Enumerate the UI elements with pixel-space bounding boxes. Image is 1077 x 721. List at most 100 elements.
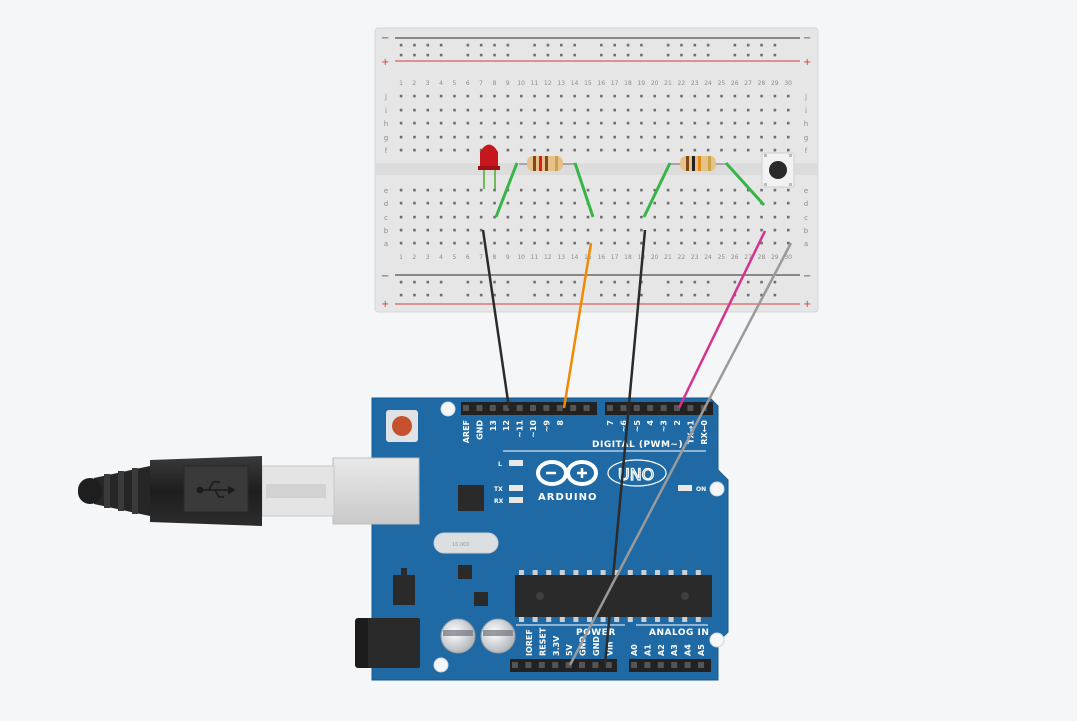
header-socket[interactable]: [671, 662, 678, 668]
header-socket[interactable]: [633, 405, 640, 411]
pin-label: 7: [606, 420, 615, 426]
wire-button-pin2[interactable]: [677, 230, 767, 409]
red-led[interactable]: [478, 144, 500, 190]
breadboard-hole: [653, 108, 657, 112]
breadboard-hole: [413, 188, 416, 192]
jumper-led-resistor[interactable]: [494, 162, 519, 218]
column-number: 16: [597, 80, 605, 87]
breadboard-hole: [600, 94, 603, 98]
header-socket[interactable]: [620, 405, 627, 411]
breadboard-hole: [733, 94, 737, 98]
breadboard-hole: [733, 135, 737, 139]
resistor-1-band-2: [539, 156, 542, 171]
header-socket[interactable]: [463, 405, 469, 411]
header-socket[interactable]: [565, 662, 572, 668]
breadboard-hole: [666, 135, 670, 139]
chip-dot: [681, 592, 689, 600]
header-socket[interactable]: [607, 405, 613, 411]
breadboard-hole: [479, 188, 483, 192]
jumper-resistor2-in[interactable]: [642, 162, 672, 218]
breadboard-hole: [413, 228, 416, 232]
header-socket[interactable]: [631, 662, 637, 668]
wire-button-5v[interactable]: [568, 242, 793, 666]
row-letter: i: [805, 107, 807, 115]
connection-wires: [481, 229, 793, 666]
breadboard-hole: [466, 121, 470, 125]
header-socket[interactable]: [583, 405, 590, 411]
breadboard-hole: [640, 94, 643, 98]
breadboard-hole: [426, 241, 430, 245]
arduino-brand: ARDUINO: [538, 492, 597, 503]
breadboard-hole: [640, 108, 643, 112]
header-socket[interactable]: [512, 662, 518, 668]
header-socket[interactable]: [657, 662, 664, 668]
header-socket[interactable]: [503, 405, 510, 411]
header-socket[interactable]: [687, 405, 694, 411]
breadboard-hole: [533, 43, 536, 47]
breadboard-hole: [506, 201, 510, 205]
breadboard-hole: [693, 108, 697, 112]
breadboard-hole: [626, 293, 630, 297]
breadboard-hole: [586, 135, 590, 139]
breadboard-hole: [613, 241, 616, 245]
chip-pin: [519, 570, 524, 575]
header-socket[interactable]: [660, 405, 667, 411]
header-socket[interactable]: [525, 662, 532, 668]
breadboard-hole: [600, 241, 603, 245]
header-socket[interactable]: [605, 662, 612, 668]
breadboard-hole: [680, 201, 683, 205]
header-socket[interactable]: [543, 405, 550, 411]
breadboard-hole: [773, 148, 777, 152]
breadboard-hole: [720, 188, 723, 192]
column-number: 17: [611, 254, 619, 261]
breadboard-hole: [426, 228, 430, 232]
chip-pin: [627, 617, 633, 622]
breadboard-hole: [733, 53, 737, 57]
power-header-sockets: [512, 662, 612, 668]
chip-pin: [655, 570, 660, 575]
usb-icon: [196, 481, 236, 498]
column-number: 9: [506, 254, 510, 261]
breadboard-hole: [746, 121, 750, 125]
header-socket[interactable]: [476, 405, 483, 411]
header-socket[interactable]: [647, 405, 654, 411]
header-socket[interactable]: [579, 662, 585, 668]
header-socket[interactable]: [698, 662, 704, 668]
usb-cable[interactable]: [78, 456, 335, 526]
breadboard-hole: [439, 293, 443, 297]
header-socket[interactable]: [592, 662, 599, 668]
chip-pin: [546, 617, 552, 622]
header-socket[interactable]: [530, 405, 536, 411]
header-socket[interactable]: [552, 662, 559, 668]
resistor-2[interactable]: [670, 156, 726, 171]
reset-button[interactable]: [392, 416, 412, 436]
column-number: 13: [557, 80, 565, 87]
header-socket[interactable]: [684, 662, 691, 668]
breadboard-hole: [706, 293, 710, 297]
header-socket[interactable]: [556, 405, 563, 411]
header-socket[interactable]: [570, 405, 577, 411]
resistor-1[interactable]: [519, 156, 575, 171]
jumper-resistor1-out[interactable]: [573, 162, 595, 218]
chip-pin: [559, 617, 565, 622]
wire-button-ground[interactable]: [603, 229, 647, 666]
breadboard-hole: [706, 43, 710, 47]
wire-led-ground[interactable]: [481, 229, 511, 409]
breadboard-hole: [693, 121, 697, 125]
column-number: 11: [531, 254, 539, 261]
breadboard-hole: [466, 108, 470, 112]
breadboard-hole: [453, 148, 456, 152]
header-socket[interactable]: [674, 405, 680, 411]
header-socket[interactable]: [516, 405, 523, 411]
wire-led-pin10[interactable]: [562, 242, 593, 409]
header-socket[interactable]: [538, 662, 545, 668]
pushbutton[interactable]: [761, 152, 795, 188]
breadboard-hole: [519, 188, 523, 192]
header-socket[interactable]: [644, 662, 651, 668]
breadboard-hole: [653, 228, 657, 232]
chip-pin: [668, 570, 674, 575]
jumper-resistor2-button[interactable]: [724, 161, 766, 207]
breadboard-hole: [439, 53, 443, 57]
header-socket[interactable]: [489, 405, 496, 411]
